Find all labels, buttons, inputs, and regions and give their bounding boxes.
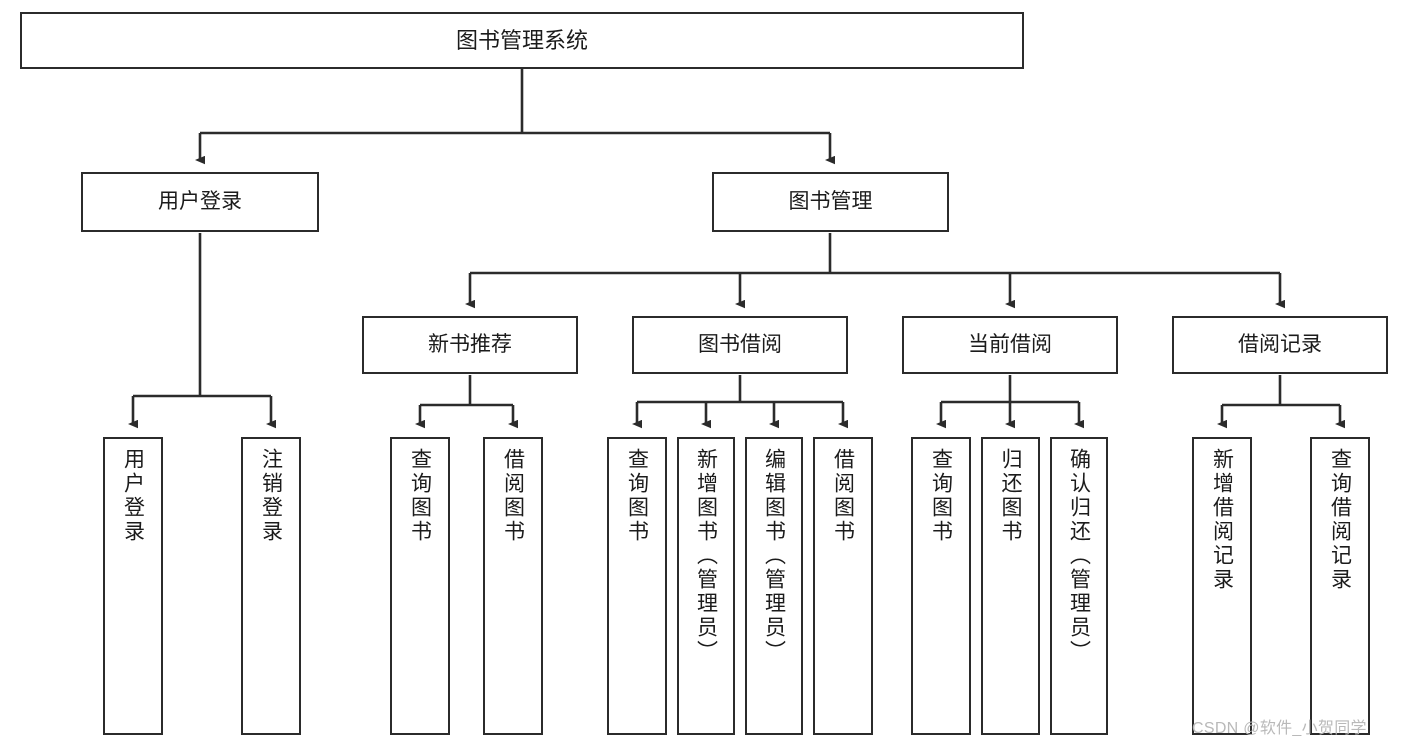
leaf-add-borrow-record[interactable]: 新增借阅记录	[1192, 437, 1252, 735]
leaf-return-book[interactable]: 归还图书	[981, 437, 1040, 735]
node-label: 查询图书	[625, 448, 649, 544]
node-label: 确认归还（管理员）	[1067, 448, 1091, 664]
leaf-borrow-book-borrow[interactable]: 借阅图书	[813, 437, 873, 735]
node-label: 查询图书	[408, 448, 432, 544]
node-label: 新书推荐	[428, 332, 512, 356]
node-label: 图书管理	[788, 189, 873, 213]
leaf-confirm-return-admin[interactable]: 确认归还（管理员）	[1050, 437, 1108, 735]
leaf-borrow-book-new[interactable]: 借阅图书	[483, 437, 543, 735]
node-book-manage[interactable]: 图书管理	[712, 172, 949, 232]
leaf-user-login[interactable]: 用户登录	[103, 437, 163, 735]
node-label: 用户登录	[158, 189, 242, 213]
node-book-borrow[interactable]: 图书借阅	[632, 316, 848, 374]
node-label: 当前借阅	[968, 332, 1052, 356]
node-borrow-record[interactable]: 借阅记录	[1172, 316, 1388, 374]
node-label: 查询借阅记录	[1328, 448, 1352, 592]
node-label: 借阅图书	[831, 448, 855, 544]
csdn-watermark: CSDN @软件_小贺同学	[1192, 720, 1367, 737]
node-label: 用户登录	[121, 448, 145, 544]
node-label: 编辑图书（管理员）	[762, 448, 786, 664]
node-label: 注销登录	[259, 448, 283, 544]
leaf-edit-book-admin[interactable]: 编辑图书（管理员）	[745, 437, 803, 735]
leaf-query-book-borrow[interactable]: 查询图书	[607, 437, 667, 735]
node-label: 图书借阅	[698, 332, 782, 356]
leaf-add-book-admin[interactable]: 新增图书（管理员）	[677, 437, 735, 735]
leaf-query-borrow-record[interactable]: 查询借阅记录	[1310, 437, 1370, 735]
node-label: 新增借阅记录	[1210, 448, 1234, 592]
leaf-query-book-current[interactable]: 查询图书	[911, 437, 971, 735]
node-new-book-recommend[interactable]: 新书推荐	[362, 316, 578, 374]
leaf-query-book-new[interactable]: 查询图书	[390, 437, 450, 735]
node-label: 借阅记录	[1238, 332, 1322, 356]
node-root-system[interactable]: 图书管理系统	[20, 12, 1024, 69]
node-current-borrow[interactable]: 当前借阅	[902, 316, 1118, 374]
node-user-login[interactable]: 用户登录	[81, 172, 319, 232]
node-label: 新增图书（管理员）	[694, 448, 718, 664]
node-label: 图书管理系统	[455, 27, 588, 53]
leaf-user-logout[interactable]: 注销登录	[241, 437, 301, 735]
node-label: 查询图书	[929, 448, 953, 544]
node-label: 借阅图书	[501, 448, 525, 544]
node-label: 归还图书	[999, 448, 1022, 544]
